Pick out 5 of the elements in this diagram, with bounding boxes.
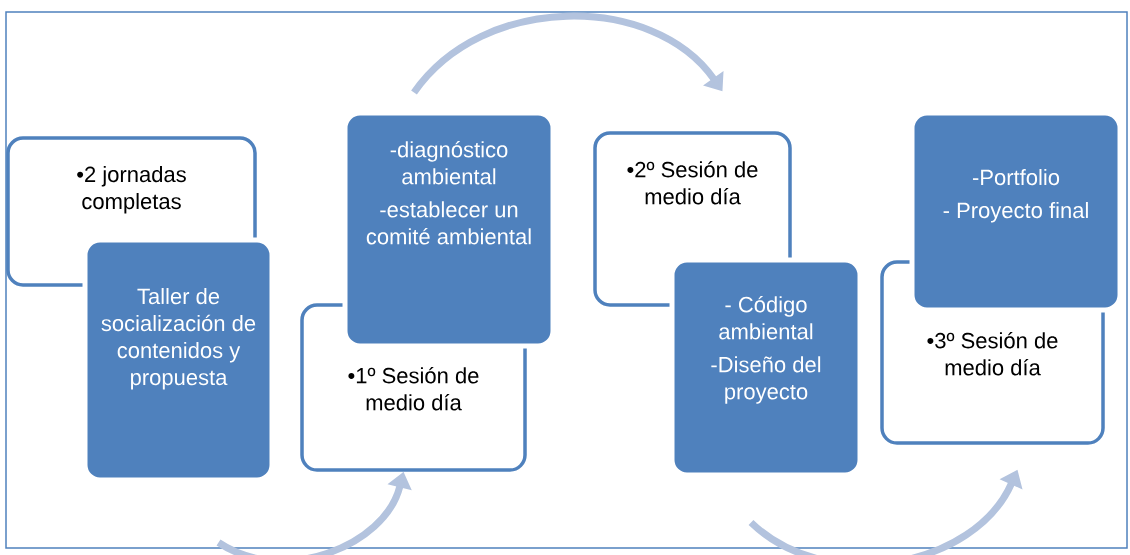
label-box: -diagnóstico ambiental -establecer un comité ambiental xyxy=(342,110,556,349)
label-box: - Código ambiental -Diseño del proyecto xyxy=(669,257,863,478)
label-box: -Portfolio - Proyecto final xyxy=(909,110,1123,313)
label-box: Taller de socialización de contenidos y propuesta xyxy=(82,237,275,483)
curved-arrow xyxy=(411,12,724,95)
